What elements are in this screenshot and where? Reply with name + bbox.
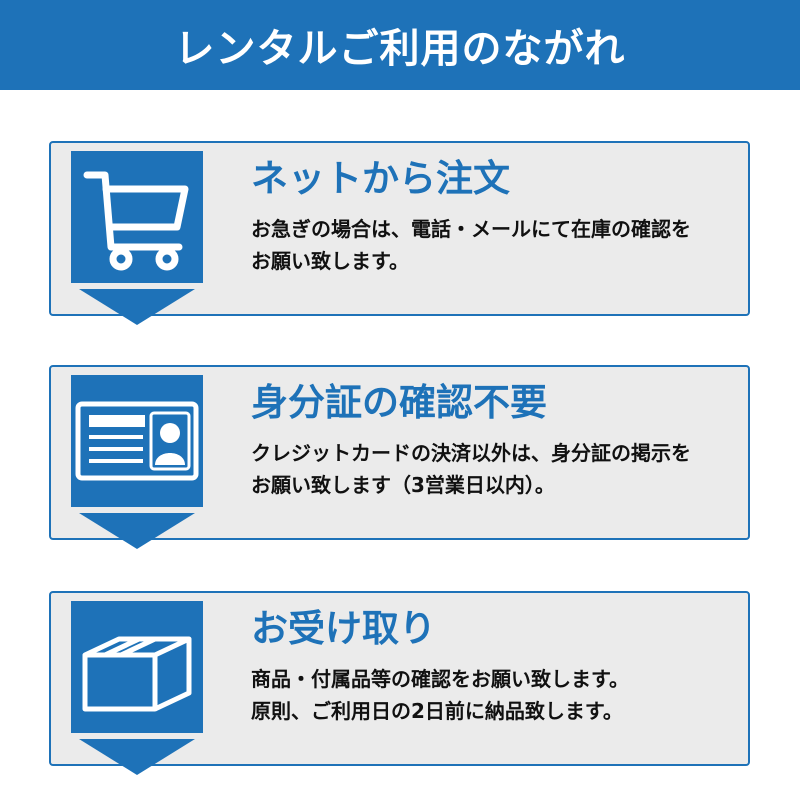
- arrow-down-icon: [79, 739, 195, 775]
- step-title: ネットから注文: [251, 157, 510, 200]
- step-icon-box: [71, 375, 203, 507]
- step-card-id-check: 身分証の確認不要 クレジットカードの決済以外は、身分証の掲示を お願い致します（…: [49, 365, 750, 549]
- step-description-line: お急ぎの場合は、電話・メールにて在庫の確認を: [251, 217, 691, 241]
- package-box-icon: [82, 636, 192, 712]
- step-title: お受け取り: [251, 607, 436, 650]
- step-card-receive: お受け取り 商品・付属品等の確認をお願い致します。 原則、ご利用日の2日前に納品…: [49, 591, 750, 775]
- arrow-down-icon: [79, 289, 195, 325]
- step-description-line: お願い致します（3営業日以内）。: [251, 473, 555, 497]
- step-description: 商品・付属品等の確認をお願い致します。 原則、ご利用日の2日前に納品致します。: [251, 663, 746, 727]
- step-description-line: クレジットカードの決済以外は、身分証の掲示を: [251, 441, 691, 465]
- step-description-line: 商品・付属品等の確認をお願い致します。: [251, 667, 629, 691]
- step-description: お急ぎの場合は、電話・メールにて在庫の確認を お願い致します。: [251, 213, 746, 277]
- step-icon-box: [71, 151, 203, 283]
- page-header: レンタルご利用のながれ: [0, 0, 800, 90]
- step-card-order: ネットから注文 お急ぎの場合は、電話・メールにて在庫の確認を お願い致します。: [49, 141, 750, 325]
- id-card-icon: [75, 401, 199, 481]
- step-description-line: お願い致します。: [251, 249, 409, 273]
- step-title: 身分証の確認不要: [251, 381, 547, 424]
- arrow-down-icon: [79, 513, 195, 549]
- step-icon-box: [71, 601, 203, 733]
- shopping-cart-icon: [83, 171, 189, 271]
- step-description: クレジットカードの決済以外は、身分証の掲示を お願い致します（3営業日以内）。: [251, 437, 746, 501]
- page-title: レンタルご利用のながれ: [174, 26, 626, 72]
- step-description-line: 原則、ご利用日の2日前に納品致します。: [251, 699, 623, 723]
